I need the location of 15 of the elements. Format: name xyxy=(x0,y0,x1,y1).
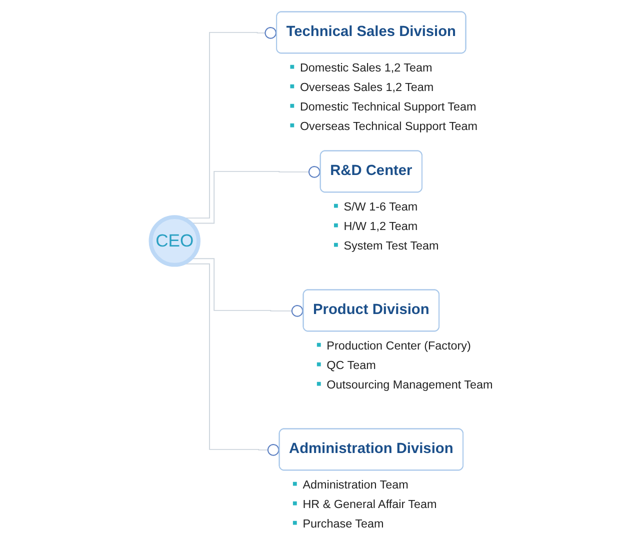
team-label: Domestic Technical Support Team xyxy=(300,100,476,114)
team-label: Outsourcing Management Team xyxy=(326,378,493,392)
team-label: System Test Team xyxy=(344,240,439,253)
team-label: Overseas Technical Support Team xyxy=(300,120,478,134)
connector xyxy=(190,166,322,224)
team-label: HR & General Affair Team xyxy=(302,498,437,512)
team-label: Administration Team xyxy=(302,478,409,492)
team-label: H/W 1,2 Team xyxy=(344,220,418,234)
team-label: Production Center (Factory) xyxy=(326,340,472,353)
node-circle: CEO xyxy=(148,215,201,267)
team-label: QC Team xyxy=(326,359,376,372)
team-label: Domestic Sales 1,2 Team xyxy=(300,62,432,75)
team-label: Overseas Sales 1,2 Team xyxy=(300,81,434,94)
team-label: Purchase Team xyxy=(302,518,384,531)
team-label: S/W 1-6 Team xyxy=(344,200,418,214)
